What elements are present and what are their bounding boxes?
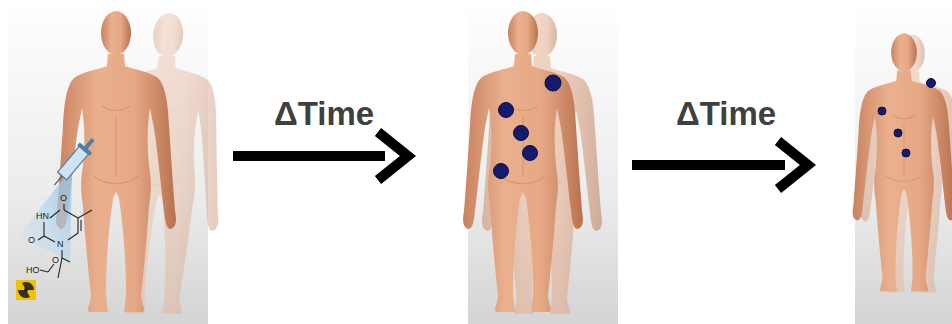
atom-label: O (28, 236, 35, 245)
atom-label: O (60, 194, 67, 203)
atom-label: N (57, 240, 64, 249)
time-label: ΔTime (274, 97, 374, 130)
time-label: ΔTime (676, 97, 776, 130)
atom-label: O (52, 256, 59, 265)
atom-label: HO (26, 266, 40, 275)
atom-label: HN (36, 212, 49, 221)
